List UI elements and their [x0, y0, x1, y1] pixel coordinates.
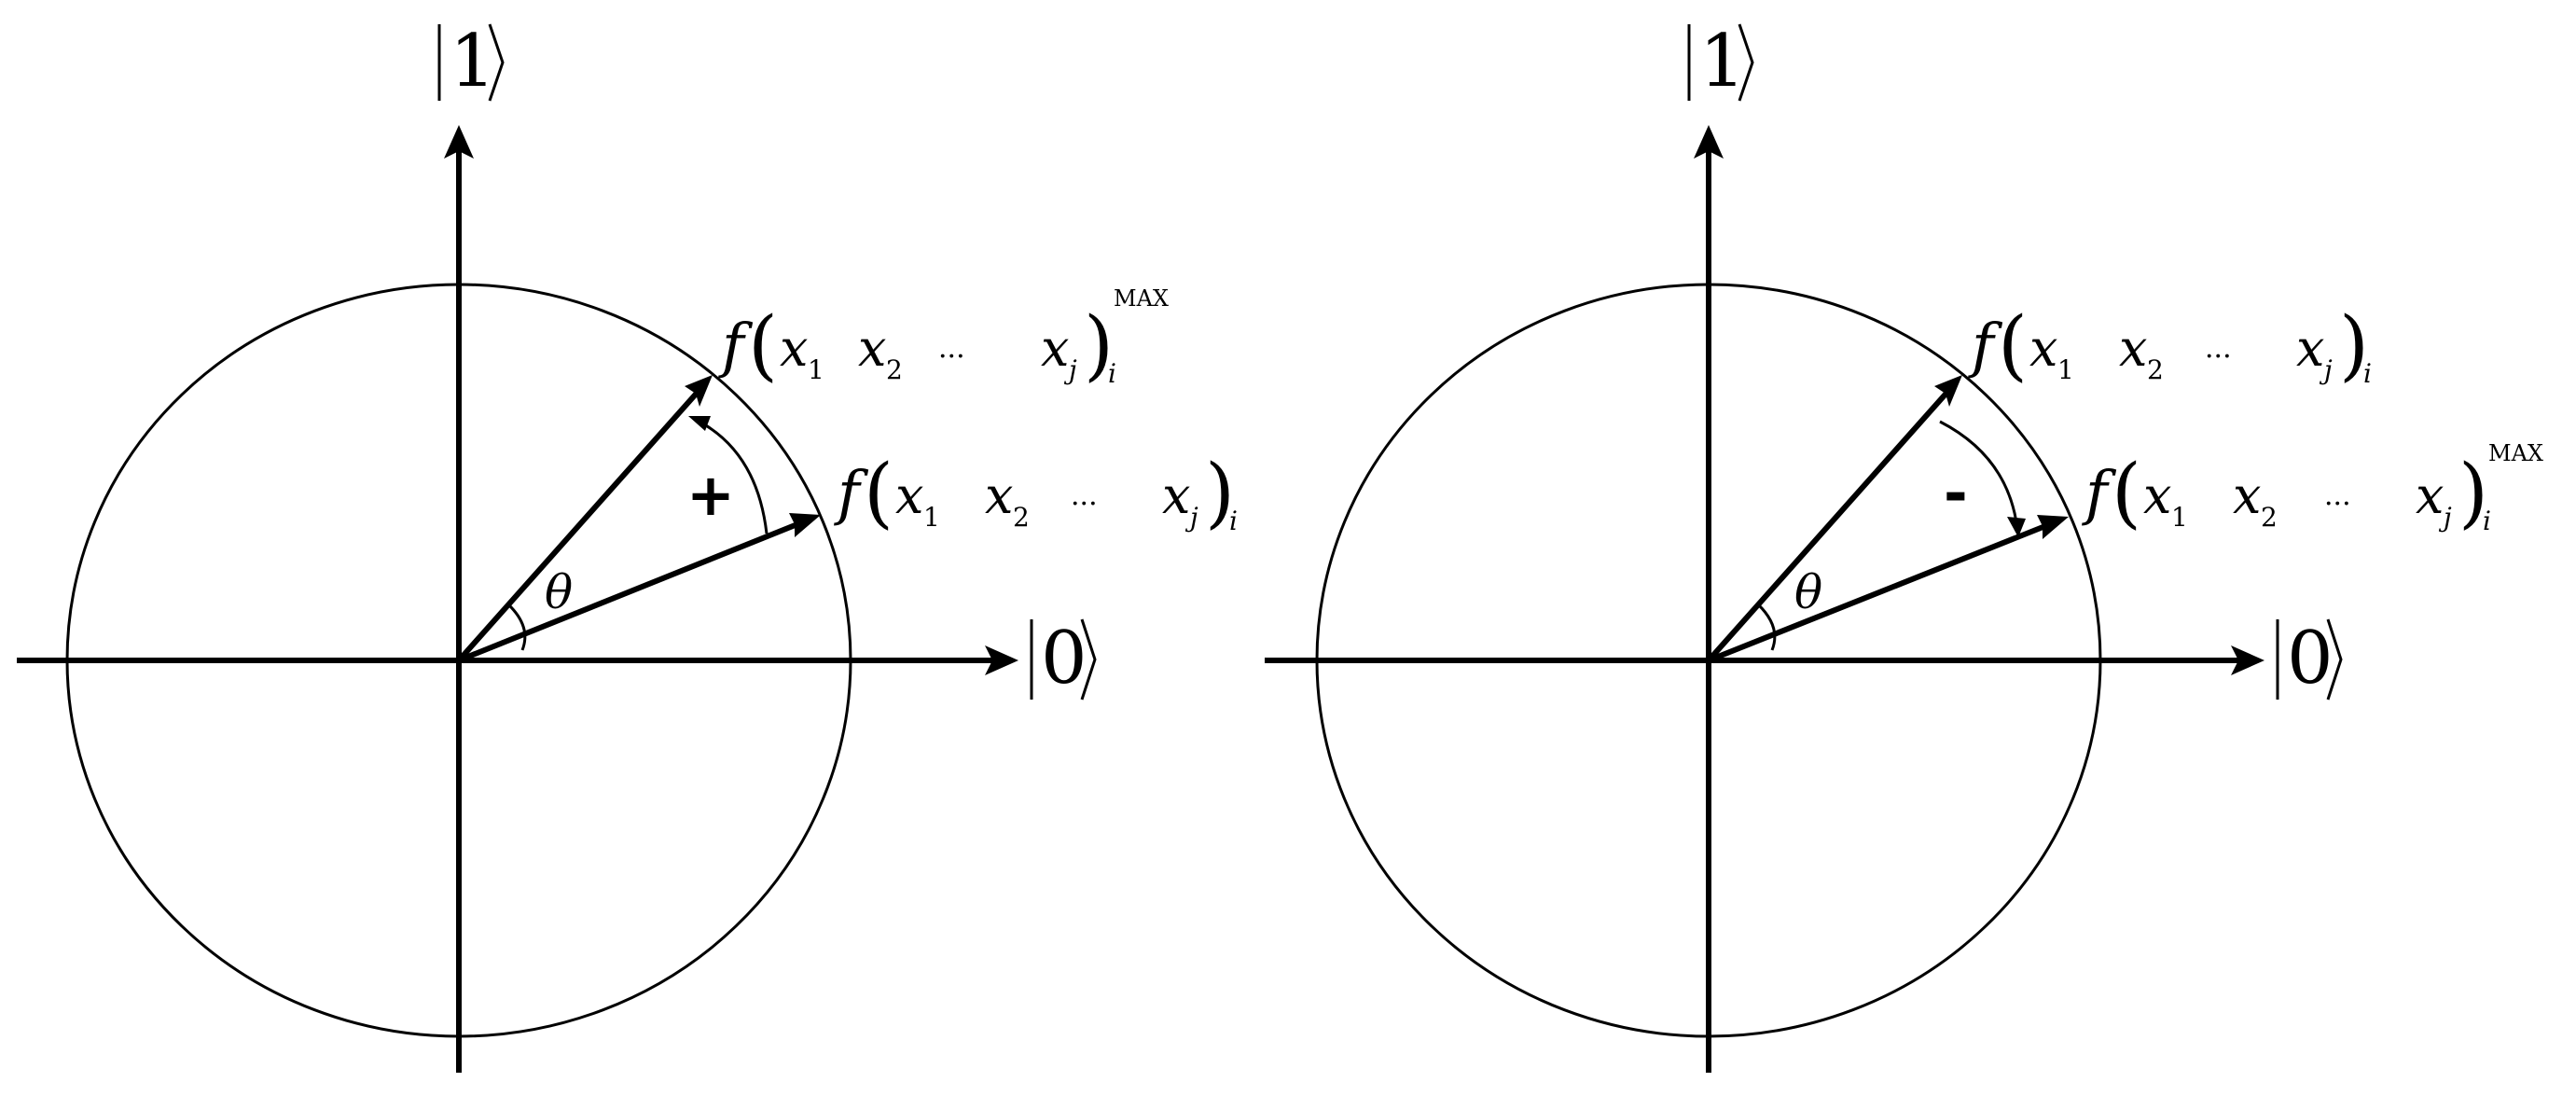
- theta-arc: [506, 603, 527, 651]
- rotation-sign: +: [686, 461, 735, 529]
- upper-vector: [456, 388, 702, 662]
- svg-text:(: (: [864, 449, 893, 537]
- rotation-arrow: [1939, 420, 2018, 523]
- svg-text:···: ···: [1071, 488, 1098, 520]
- svg-text:···: ···: [2324, 488, 2351, 520]
- svg-text:x: x: [2119, 319, 2147, 378]
- svg-text:2: 2: [1013, 502, 1030, 533]
- rotation-arrow-head: [2007, 517, 2026, 537]
- upper-formula: f ( x 1 x 2 ··· x j ) i MAX: [718, 285, 1169, 390]
- svg-text:i: i: [2483, 506, 2491, 536]
- svg-text:x: x: [2416, 466, 2444, 525]
- svg-text:x: x: [2029, 319, 2057, 378]
- svg-text:x: x: [2143, 466, 2171, 525]
- ket-one: 1: [437, 20, 505, 104]
- svg-text:1: 1: [2057, 354, 2074, 385]
- lower-formula: f ( x 1 x 2 ··· x j ) i: [834, 449, 1238, 537]
- svg-text:2: 2: [886, 354, 903, 385]
- upper-vector-arrowhead: [685, 375, 713, 407]
- svg-text:1: 1: [450, 20, 496, 104]
- svg-text:): ): [1084, 301, 1114, 390]
- y-axis-arrowhead: [444, 125, 474, 159]
- svg-text:i: i: [1108, 358, 1116, 389]
- svg-text:2: 2: [2261, 502, 2278, 533]
- upper-formula: f ( x 1 x 2 ··· x j ) i: [1968, 301, 2372, 390]
- svg-text:x: x: [895, 466, 923, 525]
- rotation-arrow-head: [688, 416, 711, 431]
- svg-text:(: (: [2112, 449, 2141, 537]
- svg-text:x: x: [1041, 319, 1069, 378]
- rotation-sign: -: [1944, 459, 1968, 527]
- y-axis-arrowhead: [1694, 125, 1724, 159]
- svg-text:···: ···: [2205, 340, 2232, 373]
- svg-text:i: i: [2363, 358, 2372, 389]
- svg-text:1: 1: [2171, 502, 2188, 533]
- svg-text:(: (: [748, 301, 778, 390]
- theta-label: θ: [545, 565, 573, 619]
- left-panel: θ + 1 0 f ( x 1 x 2 ··· x j ) i: [17, 20, 1238, 1073]
- svg-text:0: 0: [2287, 617, 2334, 701]
- right-panel: θ - 1 0 f ( x 1 x 2 ··· x j ) i: [1265, 20, 2543, 1073]
- rotation-arrow: [699, 420, 769, 534]
- svg-text:MAX: MAX: [1114, 285, 1169, 312]
- theta-label: θ: [1794, 565, 1822, 619]
- svg-text:(: (: [1998, 301, 2028, 390]
- svg-text:x: x: [780, 319, 808, 378]
- svg-text:···: ···: [938, 340, 965, 373]
- x-axis-arrowhead: [985, 645, 1018, 675]
- lower-vector-arrowhead: [789, 513, 821, 537]
- svg-text:): ): [2339, 301, 2369, 390]
- x-axis-arrowhead: [2231, 645, 2264, 675]
- svg-text:1: 1: [1699, 20, 1746, 104]
- svg-text:x: x: [985, 466, 1013, 525]
- svg-text:x: x: [1162, 466, 1190, 525]
- svg-text:1: 1: [923, 502, 940, 533]
- lower-vector-arrowhead: [2037, 515, 2069, 539]
- ket-zero: 0: [2276, 617, 2343, 701]
- svg-text:): ): [1205, 449, 1235, 537]
- svg-text:x: x: [2296, 319, 2324, 378]
- svg-text:x: x: [2233, 466, 2261, 525]
- lower-vector: [457, 520, 804, 663]
- upper-vector: [1706, 388, 1952, 662]
- svg-text:i: i: [1229, 506, 1238, 536]
- lower-formula: f ( x 1 x 2 ··· x j ) i MAX: [2082, 440, 2543, 537]
- svg-text:): ): [2458, 449, 2488, 537]
- ket-zero: 0: [1030, 617, 1097, 701]
- svg-text:MAX: MAX: [2488, 440, 2543, 466]
- svg-text:1: 1: [808, 354, 824, 385]
- svg-text:0: 0: [1041, 617, 1087, 701]
- ket-one: 1: [1687, 20, 1754, 104]
- upper-vector-arrowhead: [1934, 375, 1962, 407]
- svg-text:2: 2: [2147, 354, 2164, 385]
- svg-text:x: x: [858, 319, 886, 378]
- lower-vector: [1707, 521, 2052, 663]
- theta-arc: [1756, 603, 1777, 651]
